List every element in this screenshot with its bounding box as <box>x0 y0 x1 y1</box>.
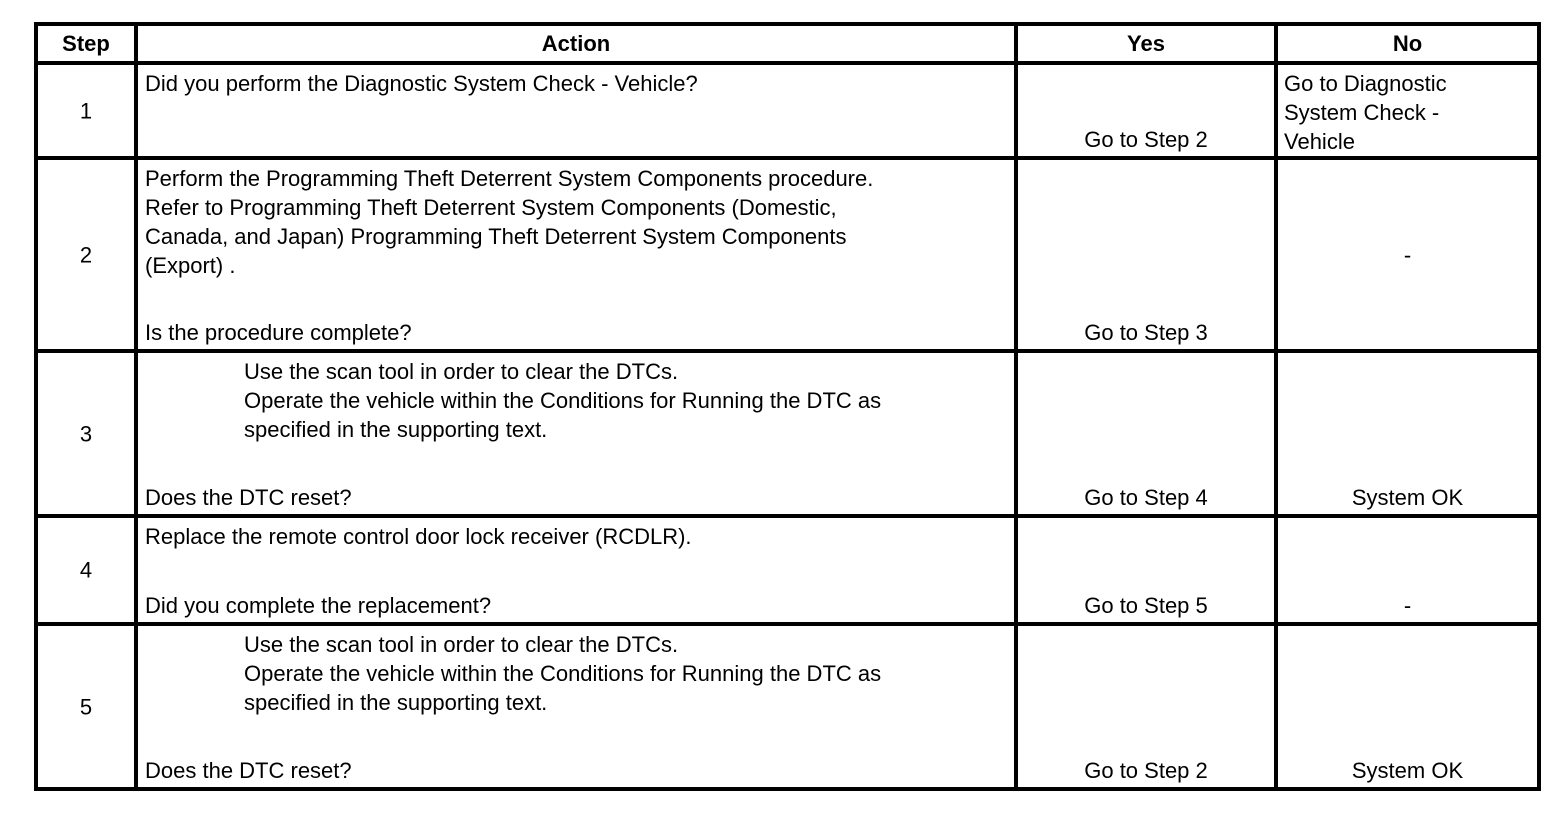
no-result: System OK <box>1351 485 1464 510</box>
table-row: 1 Did you perform the Diagnostic System … <box>34 61 1541 160</box>
step-cell: 1 <box>34 61 138 160</box>
table-row: 4 Replace the remote control door lock r… <box>34 514 1541 626</box>
action-cell: Use the scan tool in order to clear the … <box>134 349 1018 518</box>
yes-cell: Go to Step 3 <box>1014 156 1278 353</box>
yes-result: Go to Step 4 <box>1084 485 1208 510</box>
table-row: 3 Use the scan tool in order to clear th… <box>34 349 1541 518</box>
action-cell: Did you perform the Diagnostic System Ch… <box>134 61 1018 160</box>
no-result-line: System Check - <box>1284 100 1440 125</box>
table-row: 2 Perform the Programming Theft Deterren… <box>34 156 1541 353</box>
action-line: Use the scan tool in order to clear the … <box>244 359 679 384</box>
step-number: 3 <box>79 421 93 446</box>
header-yes: Yes <box>1014 22 1278 65</box>
step-cell: 3 <box>34 349 138 518</box>
action-line: Operate the vehicle within the Condition… <box>244 388 882 413</box>
no-cell: System OK <box>1274 349 1541 518</box>
action-question: Does the DTC reset? <box>145 485 352 510</box>
step-cell: 4 <box>34 514 138 626</box>
step-number: 1 <box>79 98 93 123</box>
yes-result: Go to Step 2 <box>1084 758 1208 783</box>
no-result: - <box>1403 593 1412 618</box>
action-line: Refer to Programming Theft Deterrent Sys… <box>145 195 837 220</box>
action-question: Does the DTC reset? <box>145 758 352 783</box>
action-text: Use the scan tool in order to clear the … <box>244 357 1008 444</box>
action-question: Did you complete the replacement? <box>145 593 492 618</box>
action-line: specified in the supporting text. <box>244 417 548 442</box>
step-number: 2 <box>79 242 93 267</box>
yes-result: Go to Step 3 <box>1084 320 1208 345</box>
yes-cell: Go to Step 2 <box>1014 61 1278 160</box>
action-text: Perform the Programming Theft Deterrent … <box>145 164 1008 280</box>
action-line: Replace the remote control door lock rec… <box>145 524 692 549</box>
header-row: Step Action Yes No <box>34 22 1541 65</box>
step-number: 4 <box>79 557 93 583</box>
table-row: 5 Use the scan tool in order to clear th… <box>34 622 1541 791</box>
no-result: System OK <box>1351 758 1464 783</box>
action-line: Canada, and Japan) Programming Theft Det… <box>145 224 847 249</box>
action-line: specified in the supporting text. <box>244 690 548 715</box>
no-cell: - <box>1274 156 1541 353</box>
step-cell: 5 <box>34 622 138 791</box>
yes-cell: Go to Step 5 <box>1014 514 1278 626</box>
yes-cell: Go to Step 4 <box>1014 349 1278 518</box>
action-line: Operate the vehicle within the Condition… <box>244 661 882 686</box>
no-result: - <box>1403 242 1412 267</box>
action-line: (Export) . <box>145 253 236 278</box>
no-result-line: Go to Diagnostic <box>1284 71 1447 96</box>
no-result-line: Vehicle <box>1284 129 1355 154</box>
action-text: Use the scan tool in order to clear the … <box>244 630 1008 717</box>
no-cell: Go to Diagnostic System Check - Vehicle <box>1274 61 1541 160</box>
action-question: Is the procedure complete? <box>145 320 412 345</box>
action-cell: Perform the Programming Theft Deterrent … <box>134 156 1018 353</box>
yes-cell: Go to Step 2 <box>1014 622 1278 791</box>
action-line: Perform the Programming Theft Deterrent … <box>145 166 874 191</box>
step-number: 5 <box>79 694 93 719</box>
action-text: Did you perform the Diagnostic System Ch… <box>145 69 1008 98</box>
yes-result: Go to Step 2 <box>1084 127 1208 152</box>
action-cell: Use the scan tool in order to clear the … <box>134 622 1018 791</box>
no-result: Go to Diagnostic System Check - Vehicle <box>1284 69 1447 156</box>
no-cell: System OK <box>1274 622 1541 791</box>
step-cell: 2 <box>34 156 138 353</box>
action-cell: Replace the remote control door lock rec… <box>134 514 1018 626</box>
diagnostic-table: Step Action Yes No 1 Did you perform the… <box>34 22 1541 791</box>
action-text: Replace the remote control door lock rec… <box>145 522 1008 551</box>
header-step: Step <box>34 22 138 65</box>
header-no: No <box>1274 22 1541 65</box>
action-line: Did you perform the Diagnostic System Ch… <box>145 71 698 96</box>
yes-result: Go to Step 5 <box>1084 593 1208 618</box>
no-cell: - <box>1274 514 1541 626</box>
action-line: Use the scan tool in order to clear the … <box>244 632 679 657</box>
header-action: Action <box>134 22 1018 65</box>
